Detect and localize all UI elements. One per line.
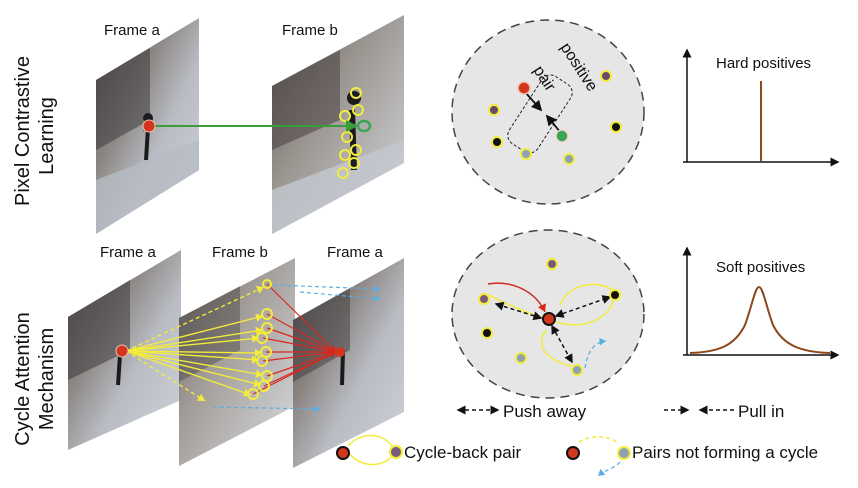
legend-push-away-label: Push away: [503, 402, 587, 421]
candidate-point: [262, 279, 272, 289]
candidate-point: [609, 289, 621, 301]
frame-label-bottom-a2: Frame a: [327, 244, 383, 261]
frame-label-bottom-b: Frame b: [212, 244, 268, 261]
embedding-space-bottom: [451, 229, 645, 399]
frame-label-bottom-a1: Frame a: [100, 244, 156, 261]
candidate-point: [337, 167, 349, 179]
anchor-point: [542, 312, 556, 326]
negative-point: [610, 121, 622, 133]
backward-attention-arrows: [252, 283, 337, 395]
candidate-point: [261, 308, 273, 320]
legend-pull-in-label: Pull in: [738, 402, 785, 421]
bottom-frame-b: [179, 258, 295, 466]
positive-point-top: [356, 119, 372, 133]
negative-point: [600, 70, 612, 82]
candidate-point: [247, 388, 259, 400]
non-cycle-arrows: [212, 284, 381, 413]
negative-point: [563, 153, 575, 165]
hard-positives-plot: [682, 48, 840, 167]
anchor-point: [517, 81, 531, 95]
negative-point: [481, 327, 493, 339]
candidate-point: [350, 87, 362, 99]
candidate-point: [256, 332, 268, 344]
frame-label-top-a: Frame a: [104, 22, 160, 39]
legend-cycle-back-icon: [336, 434, 403, 466]
negative-point: [491, 136, 503, 148]
candidate-point: [261, 322, 273, 334]
negative-point: [488, 104, 500, 116]
cycle-end-point-bottom-a2: [335, 347, 345, 357]
anchor-point-bottom-a1: [115, 344, 129, 358]
embedding-space-top: [451, 19, 645, 205]
top-frame-a: [96, 18, 199, 234]
soft-positive-curve: [689, 285, 831, 354]
legend-not-cycle-label: Pairs not forming a cycle: [632, 443, 819, 462]
candidate-point: [256, 355, 268, 367]
candidate-point: [341, 131, 353, 143]
forward-attention-arrows: [125, 286, 265, 402]
candidate-point: [352, 104, 364, 116]
negative-point: [520, 148, 532, 160]
soft-positives-plot: [682, 246, 840, 360]
anchor-point-top: [142, 119, 156, 133]
candidate-point: [478, 293, 490, 305]
candidate-point: [350, 144, 362, 156]
bottom-frame-a2: [293, 258, 404, 468]
candidate-point: [258, 380, 270, 392]
top-frame-b: [272, 15, 404, 234]
soft-positives-title: Soft positives: [716, 259, 806, 276]
positive-point: [555, 129, 569, 143]
legend-cycle-back-label: Cycle-back pair: [404, 443, 522, 462]
negative-point: [515, 352, 527, 364]
negative-point: [546, 258, 558, 270]
hard-positives-title: Hard positives: [716, 55, 812, 72]
legend-not-cycle-icon: [566, 436, 631, 477]
candidate-point: [348, 157, 360, 169]
bottom-candidate-points: [247, 279, 273, 400]
candidate-point: [571, 364, 583, 376]
candidate-point: [339, 149, 351, 161]
frame-label-top-b: Frame b: [282, 22, 338, 39]
